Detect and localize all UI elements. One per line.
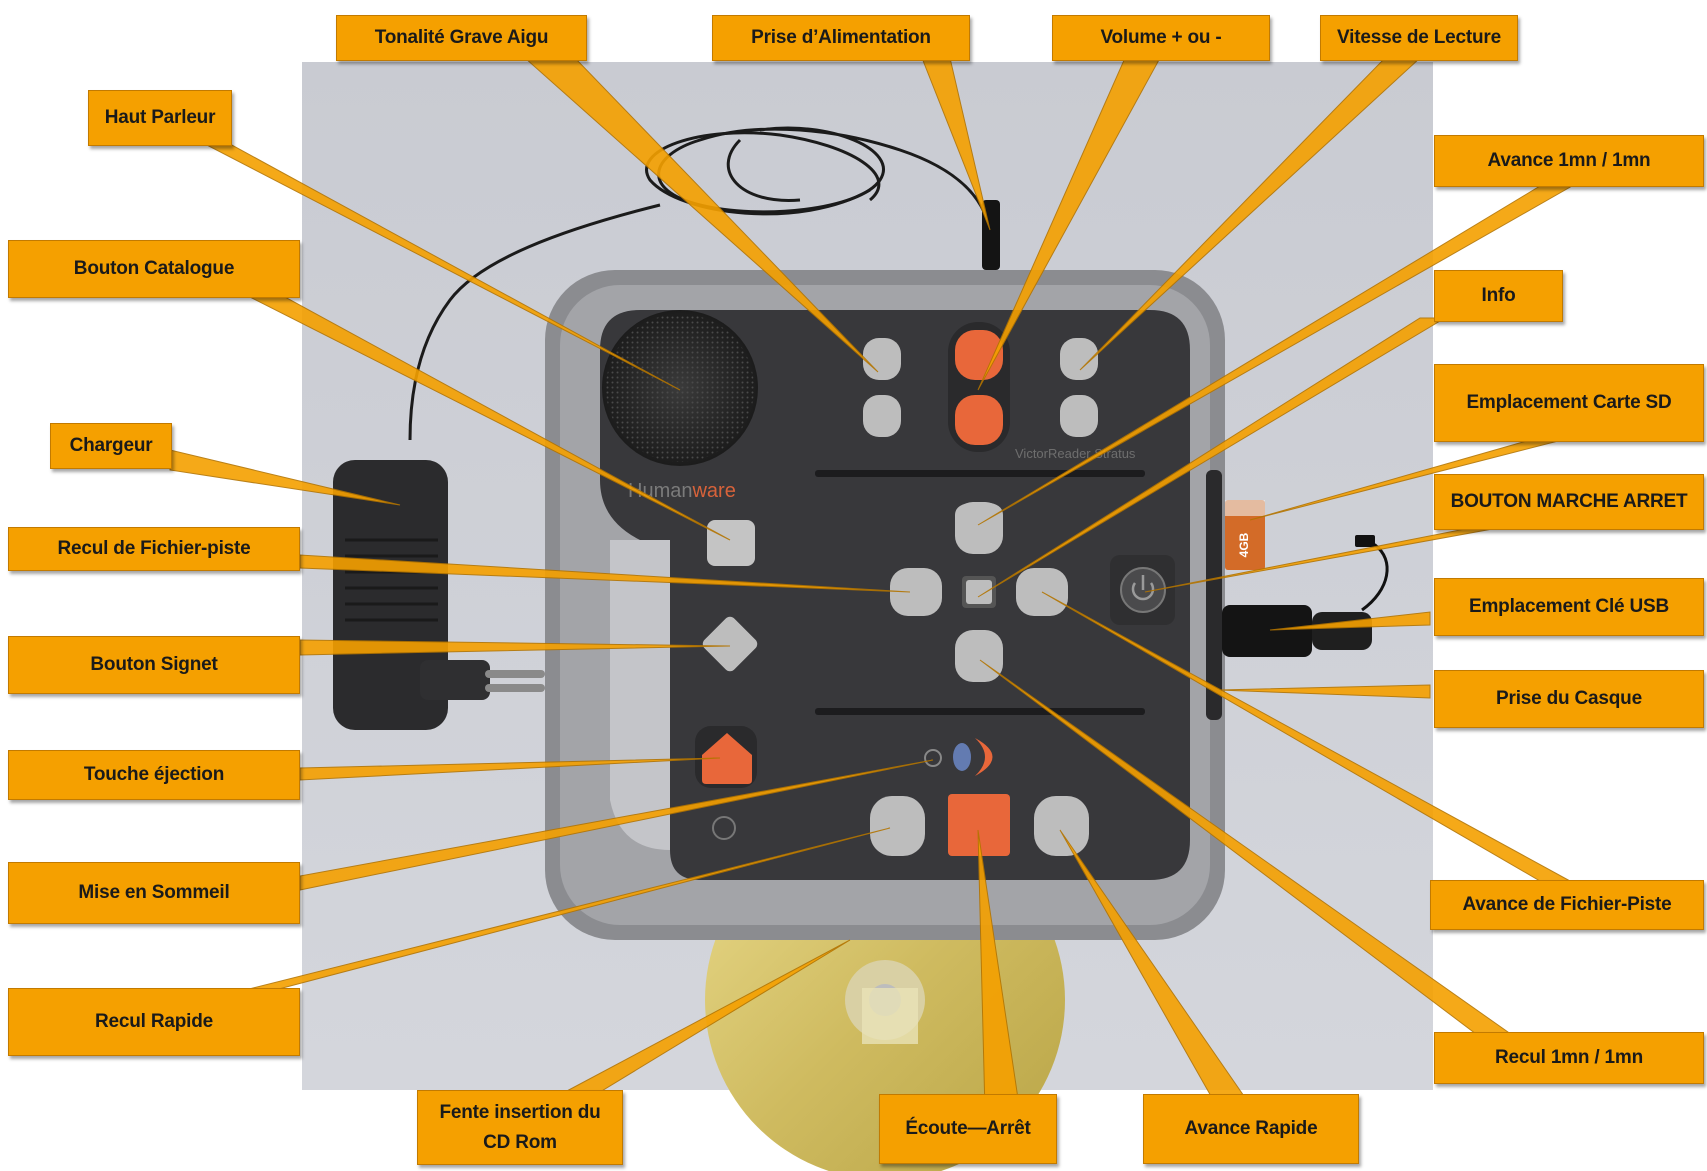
model-name: VictorReader Stratus (1015, 446, 1136, 461)
label-emplacement-sd: Emplacement Carte SD (1434, 364, 1704, 442)
top-groove (815, 470, 1145, 477)
rewind-button[interactable] (870, 796, 925, 856)
side-strip (1206, 470, 1222, 720)
label-bouton-signet: Bouton Signet (8, 636, 300, 694)
bottom-groove (815, 708, 1145, 715)
label-marche-arret: BOUTON MARCHE ARRET (1434, 474, 1704, 530)
tone-up-button[interactable] (863, 338, 901, 380)
play-stop-button[interactable] (948, 794, 1010, 856)
sleep-moon-button[interactable] (975, 738, 993, 776)
label-mise-sommeil: Mise en Sommeil (8, 862, 300, 924)
label-ecoute-arret: Écoute—Arrêt (879, 1094, 1057, 1164)
label-avance-rapide: Avance Rapide (1143, 1094, 1359, 1164)
label-avance-1mn: Avance 1mn / 1mn (1434, 135, 1704, 187)
pointer-casque (1217, 684, 1431, 699)
volume-up-button[interactable] (955, 330, 1003, 380)
label-recul-1mn: Recul 1mn / 1mn (1434, 1032, 1704, 1084)
power-cable (408, 126, 992, 441)
nav-left-button[interactable] (890, 568, 942, 616)
label-info: Info (1434, 270, 1563, 322)
label-touche-ejection: Touche éjection (8, 750, 300, 800)
callout-pointers (169, 57, 1574, 1113)
braille-marker (712, 816, 736, 840)
label-recul-rapide: Recul Rapide (8, 988, 300, 1056)
pointer-recul-fichier (299, 554, 911, 593)
speed-up-button[interactable] (1060, 338, 1098, 380)
speed-down-button[interactable] (1060, 395, 1098, 437)
volume-down-button[interactable] (955, 395, 1003, 445)
sleep-button[interactable] (953, 743, 971, 771)
fast-forward-button[interactable] (1034, 796, 1089, 856)
pointer-sommeil (299, 759, 934, 891)
pointer-usb (1269, 611, 1431, 631)
label-bouton-catalogue: Bouton Catalogue (8, 240, 300, 298)
brand-logo: Humanware (628, 480, 736, 502)
label-fente-cd: Fente insertion du CD Rom (417, 1090, 623, 1165)
eject-button[interactable] (702, 733, 752, 784)
nav-down-button[interactable] (955, 630, 1003, 682)
pointer-ejection (299, 757, 721, 781)
label-chargeur: Chargeur (50, 423, 172, 469)
bookmark-button[interactable] (700, 614, 759, 673)
label-avance-fichier: Avance de Fichier-Piste (1430, 880, 1704, 930)
label-prise-alimentation: Prise d’Alimentation (712, 15, 970, 61)
label-volume: Volume + ou - (1052, 15, 1270, 61)
pointer-signet (299, 639, 731, 656)
label-vitesse: Vitesse de Lecture (1320, 15, 1518, 61)
catalogue-button[interactable] (707, 520, 755, 566)
sd-card-capacity: 4GB (1237, 532, 1251, 557)
cd-tray (610, 540, 670, 850)
label-tonalite: Tonalité Grave Aigu (336, 15, 587, 61)
sd-card: 4GB (1225, 500, 1265, 570)
label-recul-fichier: Recul de Fichier-piste (8, 527, 300, 571)
label-prise-casque: Prise du Casque (1434, 670, 1704, 728)
tone-down-button[interactable] (863, 395, 901, 437)
pointer-info (977, 317, 1447, 598)
sleep-indicator (924, 749, 942, 767)
label-haut-parleur: Haut Parleur (88, 90, 232, 146)
label-emplacement-usb: Emplacement Clé USB (1434, 578, 1704, 636)
